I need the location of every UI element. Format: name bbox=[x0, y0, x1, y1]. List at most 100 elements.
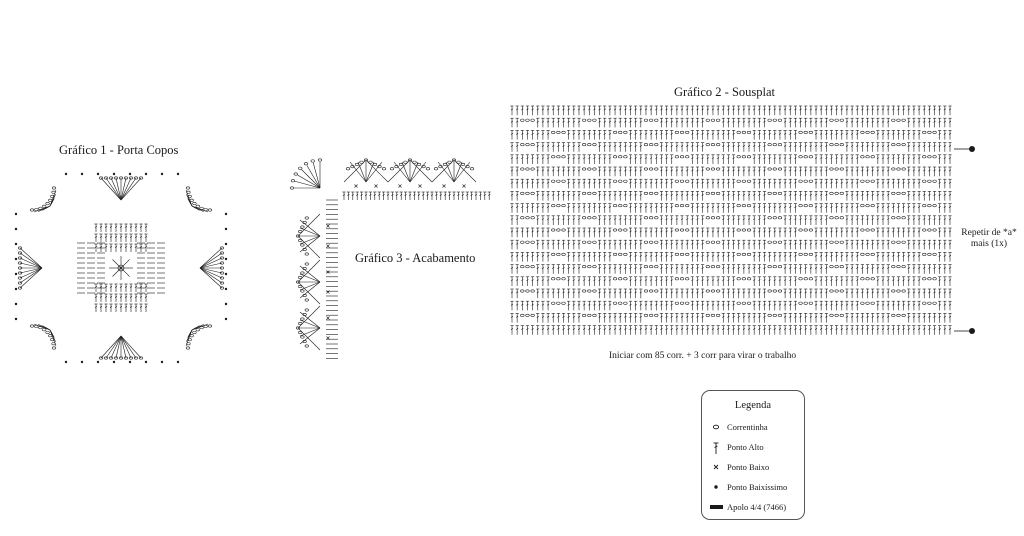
double-crochet-stitch bbox=[948, 178, 952, 189]
double-crochet-stitch bbox=[695, 154, 700, 164]
chain-stitch bbox=[685, 179, 690, 183]
double-crochet-stitch bbox=[515, 191, 519, 201]
double-crochet-stitch bbox=[706, 178, 710, 189]
double-crochet-stitch bbox=[716, 178, 720, 189]
slip-stitch bbox=[14, 317, 18, 321]
slip-stitch bbox=[224, 317, 228, 321]
double-crochet-stitch bbox=[917, 276, 921, 286]
double-crochet-stitch bbox=[922, 142, 926, 152]
double-crochet-stitch bbox=[390, 191, 394, 200]
chain-stitch bbox=[207, 208, 213, 212]
double-crochet-stitch bbox=[922, 105, 926, 116]
shell-stitch bbox=[409, 161, 419, 183]
double-crochet-stitch bbox=[598, 203, 602, 213]
double-crochet-stitch bbox=[134, 243, 138, 252]
chain-stitch bbox=[777, 143, 783, 147]
repeat-marker-bottom bbox=[969, 328, 975, 334]
double-crochet-stitch bbox=[824, 239, 828, 250]
chain-stitch bbox=[582, 216, 587, 220]
double-crochet-stitch bbox=[546, 264, 550, 274]
double-crochet-stitch bbox=[907, 154, 911, 164]
double-crochet-stitch bbox=[546, 178, 550, 189]
double-crochet-stitch bbox=[768, 276, 772, 286]
chain-stitch bbox=[17, 286, 23, 290]
double-crochet-stitch bbox=[515, 313, 519, 323]
chain-stitch bbox=[51, 186, 57, 190]
double-crochet-stitch bbox=[829, 325, 834, 335]
chain-stitch bbox=[412, 160, 417, 164]
double-crochet-stitch bbox=[613, 264, 617, 274]
double-crochet-stitch bbox=[515, 105, 519, 116]
double-crochet-stitch bbox=[577, 105, 581, 116]
double-crochet-stitch bbox=[623, 264, 627, 274]
chain-stitch bbox=[746, 130, 752, 134]
chain-stitch bbox=[582, 167, 587, 171]
double-crochet-stitch bbox=[608, 203, 612, 213]
double-crochet-stitch bbox=[819, 166, 823, 177]
double-crochet-stitch bbox=[768, 203, 772, 213]
chain-stitch bbox=[870, 179, 875, 183]
double-crochet-stitch bbox=[793, 276, 798, 286]
double-crochet-stitch bbox=[938, 105, 942, 116]
double-crochet-stitch bbox=[664, 313, 669, 323]
shell-stitch bbox=[437, 161, 455, 183]
double-crochet-stitch bbox=[927, 166, 931, 177]
chain-stitch bbox=[123, 356, 129, 360]
double-crochet-stitch bbox=[788, 203, 792, 213]
double-crochet-stitch bbox=[654, 227, 658, 238]
legend-item-single-crochet: Ponto Baixo bbox=[710, 461, 769, 473]
chain-stitch bbox=[520, 191, 525, 195]
double-crochet-stitch bbox=[829, 178, 834, 189]
chain-stitch bbox=[302, 340, 307, 344]
double-crochet-stitch bbox=[731, 178, 736, 189]
double-crochet-stitch bbox=[690, 178, 694, 189]
chain-stitch bbox=[17, 246, 23, 250]
double-crochet-stitch bbox=[510, 300, 514, 311]
corner-fan-stitch bbox=[191, 205, 209, 213]
double-crochet-stitch bbox=[835, 325, 839, 335]
chain-stitch bbox=[98, 356, 104, 360]
double-crochet-stitch bbox=[778, 203, 782, 213]
double-crochet-stitch bbox=[876, 166, 880, 177]
chain-stitch bbox=[359, 160, 364, 164]
slip-stitch-icon bbox=[710, 481, 724, 493]
chain-stitch bbox=[654, 289, 659, 293]
double-crochet-stitch bbox=[948, 117, 952, 128]
chain-stitch bbox=[530, 240, 535, 244]
shell-stitch bbox=[349, 161, 367, 183]
double-crochet-stitch bbox=[917, 191, 921, 201]
chain-stitch bbox=[860, 204, 865, 208]
double-crochet-stitch bbox=[757, 325, 761, 335]
double-crochet-stitch bbox=[793, 178, 798, 189]
double-crochet-stitch bbox=[634, 215, 638, 225]
double-crochet-stitch bbox=[664, 252, 669, 262]
double-crochet-stitch bbox=[639, 191, 643, 201]
double-crochet-stitch bbox=[711, 105, 715, 116]
double-crochet-stitch bbox=[757, 117, 761, 128]
chain-stitch bbox=[829, 118, 834, 122]
chain-stitch bbox=[901, 265, 906, 269]
double-crochet-stitch bbox=[891, 325, 895, 335]
double-crochet-stitch bbox=[721, 191, 725, 201]
chain-stitch bbox=[618, 204, 623, 208]
chain-stitch bbox=[345, 167, 351, 171]
double-crochet-stitch bbox=[654, 154, 658, 164]
chain-stitch bbox=[592, 143, 597, 147]
double-crochet-stitch bbox=[592, 154, 597, 164]
double-crochet-stitch bbox=[835, 130, 839, 140]
double-crochet-stitch bbox=[881, 178, 885, 189]
double-crochet-stitch bbox=[567, 166, 571, 177]
chain-stitch bbox=[705, 216, 710, 220]
single-crochet-stitch bbox=[326, 224, 330, 228]
double-crochet-stitch bbox=[850, 252, 854, 262]
double-crochet-stitch bbox=[515, 264, 519, 274]
chain-stitch bbox=[118, 176, 124, 180]
double-crochet-stitch bbox=[510, 215, 514, 225]
chain-stitch bbox=[293, 172, 298, 176]
chain-stitch bbox=[927, 252, 932, 256]
double-crochet-stitch bbox=[129, 243, 133, 252]
double-crochet-stitch bbox=[726, 117, 731, 128]
double-crochet-stitch bbox=[525, 154, 530, 164]
chain-stitch bbox=[829, 216, 834, 220]
chain-stitch bbox=[654, 313, 659, 317]
